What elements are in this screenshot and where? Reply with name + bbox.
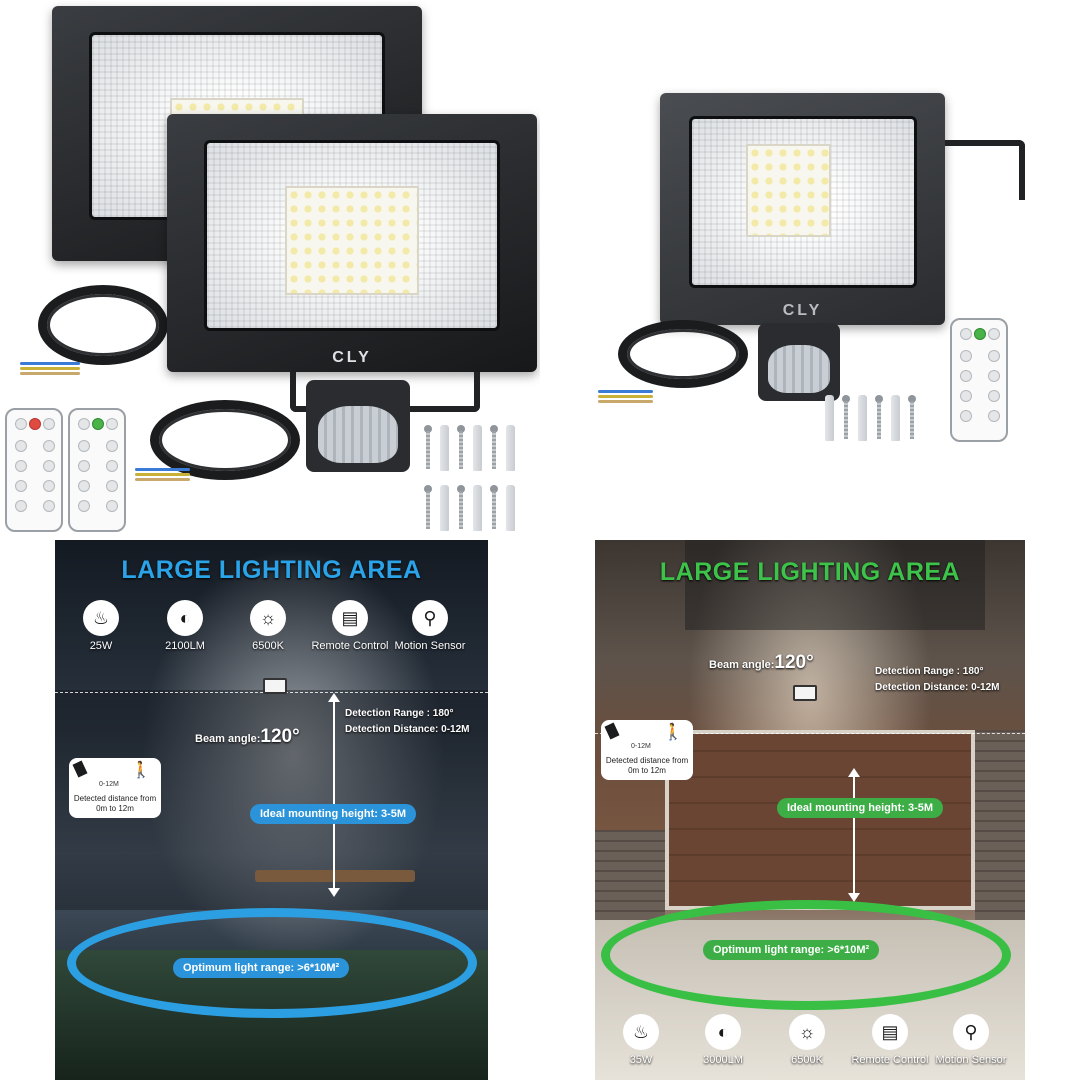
power-cable-coil-back bbox=[38, 285, 168, 365]
remote-icon: ▤ bbox=[872, 1014, 908, 1050]
side-bracket bbox=[945, 140, 1025, 200]
feature-remote: ▤ Remote Control bbox=[310, 600, 390, 653]
motion-icon: ⚲ bbox=[412, 600, 448, 636]
light-range-ring bbox=[67, 908, 477, 1018]
detection-card: 0-12M 🚶 Detected distance from 0m to 12m bbox=[69, 758, 161, 818]
remote-control-single bbox=[950, 318, 1008, 442]
light-range-label: Optimum light range: >6*10M² bbox=[703, 940, 880, 960]
installed-flood-light bbox=[263, 678, 287, 694]
feature-lumens: ◐ 2100LM bbox=[145, 600, 225, 653]
lighting-area-infographic-green: LARGE LIGHTING AREA Beam angle:120° Dete… bbox=[595, 540, 1025, 1080]
power-cable-coil-front bbox=[150, 400, 300, 480]
flood-light-front: CLY bbox=[167, 114, 537, 372]
feature-lumens: ◐ 3000LM bbox=[683, 1014, 763, 1067]
detection-distance: Detection Distance: 0-12M bbox=[875, 682, 1000, 693]
detection-card: 0-12M 🚶 Detected distance from 0m to 12m bbox=[601, 720, 693, 780]
feature-color-temp: ☼ 6500K bbox=[767, 1014, 847, 1067]
walking-person-icon: 🚶 bbox=[663, 724, 683, 741]
walking-person-icon: 🚶 bbox=[131, 762, 151, 779]
remote-control-2 bbox=[68, 408, 126, 532]
flood-light-single: CLY bbox=[660, 93, 945, 325]
power-wires-back bbox=[20, 362, 80, 376]
mounting-height-label: Ideal mounting height: 3-5M bbox=[777, 798, 944, 818]
detection-distance: Detection Distance: 0-12M bbox=[345, 724, 470, 735]
power-wires-front bbox=[135, 468, 190, 482]
feature-color-temp: ☼ 6500K bbox=[228, 600, 308, 653]
brightness-icon: ◐ bbox=[167, 600, 203, 636]
light-range-label: Optimum light range: >6*10M² bbox=[173, 958, 350, 978]
detection-range: Detection Range : 180° bbox=[875, 666, 984, 677]
headline: LARGE LIGHTING AREA bbox=[659, 558, 961, 586]
height-arrow bbox=[328, 693, 340, 897]
mounting-height-label: Ideal mounting height: 3-5M bbox=[250, 804, 417, 824]
headline: LARGE LIGHTING AREA bbox=[121, 556, 422, 584]
product-photo-twin-pack: CLY bbox=[0, 0, 540, 540]
brick-pillar-right bbox=[975, 730, 1025, 920]
feature-motion: ⚲ Motion Sensor bbox=[390, 600, 470, 653]
brightness-icon: ◐ bbox=[705, 1014, 741, 1050]
lamp-icon: ♨ bbox=[623, 1014, 659, 1050]
installed-flood-light bbox=[793, 685, 817, 701]
motion-sensor-pir-single bbox=[758, 323, 840, 401]
upper-windows bbox=[685, 540, 985, 630]
patio-table bbox=[255, 870, 415, 882]
bulb-icon: ☼ bbox=[250, 600, 286, 636]
height-arrow bbox=[848, 768, 860, 902]
motion-sensor-pir bbox=[306, 380, 410, 472]
light-range-ring bbox=[601, 900, 1011, 1010]
remote-control-1 bbox=[5, 408, 63, 532]
brand-logo: CLY bbox=[332, 348, 372, 366]
feature-remote: ▤ Remote Control bbox=[850, 1014, 930, 1067]
mounting-screws-single bbox=[825, 395, 916, 441]
mounting-screws-row-1 bbox=[424, 425, 515, 471]
beam-angle: Beam angle:120° bbox=[709, 652, 814, 673]
lamp-icon: ♨ bbox=[83, 600, 119, 636]
power-wires-single bbox=[598, 390, 653, 404]
lighting-area-infographic-blue: LARGE LIGHTING AREA ♨ 25W ◐ 2100LM ☼ 650… bbox=[55, 540, 488, 1080]
garage-door bbox=[665, 730, 975, 910]
bulb-icon: ☼ bbox=[789, 1014, 825, 1050]
beam-angle: Beam angle:120° bbox=[195, 726, 300, 747]
brick-pillar-left bbox=[595, 830, 665, 920]
product-photo-single: CLY bbox=[590, 85, 1040, 455]
mounting-screws-row-2 bbox=[424, 485, 515, 531]
feature-motion: ⚲ Motion Sensor bbox=[931, 1014, 1011, 1067]
mounting-line bbox=[595, 733, 1025, 734]
brand-logo-single: CLY bbox=[782, 302, 823, 320]
feature-power: ♨ 25W bbox=[61, 600, 141, 653]
feature-power: ♨ 35W bbox=[601, 1014, 681, 1067]
detection-range: Detection Range : 180° bbox=[345, 708, 454, 719]
power-cable-coil-single bbox=[618, 320, 748, 388]
remote-icon: ▤ bbox=[332, 600, 368, 636]
motion-icon: ⚲ bbox=[953, 1014, 989, 1050]
